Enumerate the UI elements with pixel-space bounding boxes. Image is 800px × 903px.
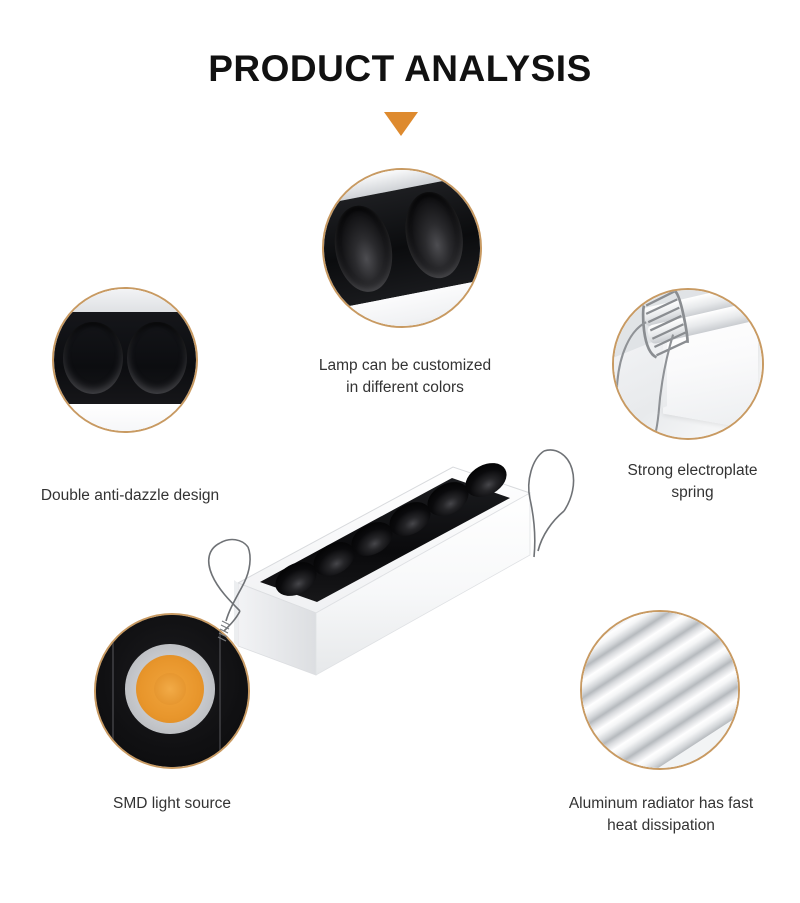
feature-photo-frame bbox=[94, 613, 250, 769]
housing-tilted-group bbox=[324, 170, 480, 326]
feature-electroplate-spring bbox=[612, 288, 764, 440]
caption-lamp-customized-colors: Lamp can be customized in different colo… bbox=[318, 357, 492, 397]
spring-coil-left bbox=[217, 620, 231, 642]
triangle-down-icon bbox=[384, 112, 418, 136]
housing-black-face bbox=[54, 312, 196, 404]
feature-aluminum-radiator bbox=[580, 610, 740, 770]
feature-photo-frame bbox=[580, 610, 740, 770]
feature-lamp-customized-colors bbox=[322, 168, 482, 328]
caption-double-anti-dazzle: Double anti-dazzle design bbox=[40, 487, 220, 504]
feature-photo-frame bbox=[52, 287, 198, 433]
linear-downlight-illustration bbox=[207, 449, 575, 676]
caption-aluminum-radiator: Aluminum radiator has fast heat dissipat… bbox=[568, 795, 754, 835]
product-reflector-cups bbox=[275, 463, 507, 596]
caption-smd-light-source: SMD light source bbox=[112, 795, 231, 812]
spring-clip-left bbox=[207, 538, 251, 632]
feature-photo-frame bbox=[322, 168, 482, 328]
led-core-dot bbox=[153, 672, 186, 705]
photo-smd-light-source bbox=[96, 615, 248, 767]
feature-smd-light-source bbox=[94, 613, 250, 769]
photo-double-anti-dazzle bbox=[54, 289, 196, 431]
product-image bbox=[200, 425, 600, 685]
photo-electroplate-spring bbox=[614, 290, 762, 438]
photo-lamp-customized-colors bbox=[324, 170, 480, 326]
feature-double-anti-dazzle bbox=[52, 287, 198, 433]
caption-electroplate-spring: Strong electroplate spring bbox=[627, 462, 758, 502]
product-body bbox=[234, 492, 531, 676]
spring-clip-right bbox=[528, 449, 575, 558]
feature-photo-frame bbox=[612, 288, 764, 440]
housing-white-top bbox=[54, 289, 196, 313]
housing-edge-line bbox=[218, 615, 221, 767]
reflector-cup bbox=[63, 322, 123, 394]
housing-white-bottom bbox=[54, 403, 196, 431]
photo-aluminum-radiator bbox=[582, 612, 738, 768]
housing-edge-line bbox=[112, 615, 115, 767]
spring-coil-icon bbox=[616, 290, 690, 438]
reflector-cup bbox=[127, 322, 187, 394]
page-title: PRODUCT ANALYSIS bbox=[208, 48, 592, 89]
